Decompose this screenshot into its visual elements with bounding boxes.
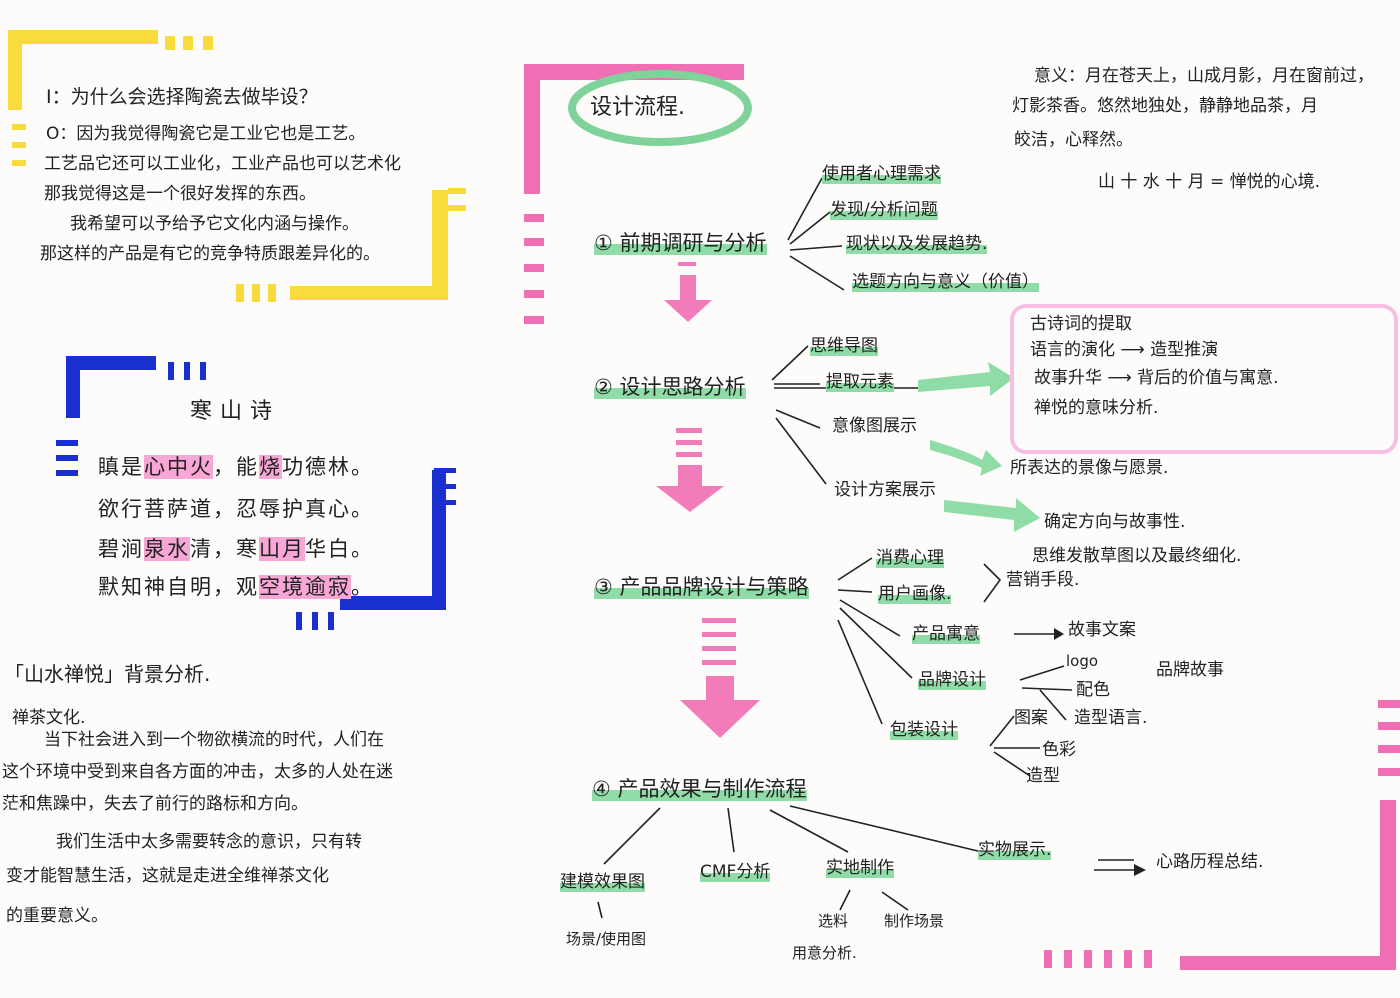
- step-item: 图案: [1014, 708, 1048, 728]
- poem-highlight: 山月: [259, 537, 305, 561]
- poem-text: 。: [351, 575, 374, 599]
- step-item: 使用者心理需求: [822, 164, 941, 184]
- step-note: 语言的演化 ⟶ 造型推演: [1030, 340, 1219, 360]
- step-item: 现状以及发展趋势.: [846, 234, 988, 254]
- poem-title: 寒山诗: [190, 399, 281, 424]
- step-item: 配色: [1076, 680, 1110, 700]
- qa-answer-line: 那这样的产品是有它的竞争特质跟差异化的。: [40, 244, 380, 264]
- blue-frame: [56, 356, 456, 630]
- background-line: 这个环境中受到来自各方面的冲击，太多的人处在迷: [2, 762, 393, 782]
- poem-text: 华白。: [305, 537, 374, 561]
- poem-text: 默知神自明，观: [98, 575, 259, 599]
- yellow-frame: [8, 30, 466, 302]
- poem-text: 清，寒: [190, 537, 259, 561]
- arrow-heads: [1054, 628, 1146, 876]
- flow-title: 设计流程.: [590, 95, 685, 120]
- poem-highlight: 心中火: [144, 455, 213, 479]
- qa-question: I：为什么会选择陶瓷去做毕设？: [46, 86, 318, 108]
- step-item: 选料: [818, 912, 849, 930]
- step-item: 故事文案: [1068, 620, 1136, 640]
- poem-line: 瞋是心中火，能烧功德林。: [98, 454, 374, 480]
- step-item: 用意分析.: [792, 944, 857, 962]
- step-item: 实地制作: [826, 858, 894, 878]
- pink-frame: [524, 64, 1400, 970]
- step-label: ① 前期调研与分析: [594, 231, 767, 255]
- step-arrows: [656, 262, 760, 738]
- qa-answer-line: 那我觉得这是一个很好发挥的东西。: [44, 184, 316, 204]
- step-note: 古诗词的提取: [1030, 314, 1132, 334]
- poem-text: 欲行菩萨道，忍辱护真心。: [98, 497, 374, 521]
- poem-text: 碧涧: [98, 537, 144, 561]
- background-line: 茫和焦躁中，失去了前行的路标和方向。: [2, 794, 308, 814]
- poem-highlight: 逾寂: [305, 575, 351, 599]
- step-item: 造型: [1026, 766, 1060, 786]
- step-item: 实物展示.: [978, 840, 1052, 860]
- step-item: 场景/使用图: [566, 930, 647, 948]
- step-note: 禅悦的意味分析.: [1034, 398, 1159, 418]
- meaning-line: 灯影茶香。悠然地独处，静静地品茶，月: [1012, 96, 1318, 116]
- poem-line: 欲行菩萨道，忍辱护真心。: [98, 496, 374, 522]
- qa-answer-line: O：因为我觉得陶瓷它是工业它也是工艺。: [46, 124, 366, 144]
- step-item: 造型语言.: [1074, 708, 1148, 728]
- note-boxes: [1010, 304, 1398, 454]
- step-label: ② 设计思路分析: [594, 375, 746, 399]
- step-item: 品牌设计: [918, 670, 986, 690]
- step-item: 色彩: [1042, 740, 1076, 760]
- step-item: 意像图展示: [832, 416, 917, 436]
- poem-line: 碧涧泉水清，寒山月华白。: [98, 536, 374, 562]
- flow-title-oval: [568, 70, 752, 146]
- background-subtitle: 禅茶文化.: [12, 708, 86, 728]
- meaning-line: 意义：月在苍天上，山成月影，月在窗前过，: [1034, 66, 1374, 86]
- step-item: 选题方向与意义（价值）: [852, 272, 1039, 292]
- step-item: 设计方案展示: [834, 480, 936, 500]
- step-label: ④ 产品效果与制作流程: [592, 777, 807, 801]
- step-note: 确定方向与故事性.: [1044, 512, 1186, 532]
- step-item: 提取元素: [826, 372, 894, 392]
- step-item: 品牌故事: [1156, 660, 1224, 680]
- qa-answer-line: 我希望可以予给予它文化内涵与操作。: [70, 214, 359, 234]
- poem-highlight: 烧: [259, 455, 282, 479]
- step-item: 产品寓意: [912, 624, 980, 644]
- step-item: 包装设计: [890, 720, 958, 740]
- poem-line: 默知神自明，观空境逾寂。: [98, 574, 374, 600]
- step-label: ③ 产品品牌设计与策略: [594, 575, 809, 599]
- step-item: 营销手段.: [1006, 570, 1080, 590]
- background-line: 当下社会进入到一个物欲横流的时代，人们在: [44, 730, 384, 750]
- step-note: 思维发散草图以及最终细化.: [1032, 546, 1242, 566]
- meaning-line: 皎洁，心释然。: [1014, 130, 1133, 150]
- step-note: 所表达的景像与愿景.: [1010, 458, 1169, 478]
- step-item: 建模效果图: [560, 872, 645, 892]
- step-item: 消费心理: [876, 548, 944, 568]
- poem-text: 瞋是: [98, 455, 144, 479]
- background-title: 「山水禅悦」背景分析.: [4, 662, 211, 686]
- step-item: 制作场景: [884, 912, 945, 930]
- step-item: 心路历程总结.: [1156, 852, 1264, 872]
- poem-text: 功德林。: [282, 455, 374, 479]
- step-item: 思维导图: [810, 336, 878, 356]
- green-arrows: [918, 362, 1040, 532]
- poem-text: ，能: [213, 455, 259, 479]
- poem-highlight: 泉水: [144, 537, 190, 561]
- background-line: 的重要意义。: [6, 906, 108, 926]
- connector-lines: [597, 177, 1134, 919]
- step-note: 故事升华 ⟶ 背后的价值与寓意.: [1034, 368, 1279, 388]
- step-item: logo: [1066, 652, 1099, 670]
- background-line: 我们生活中太多需要转念的意识，只有转: [56, 832, 362, 852]
- step-item: CMF分析: [700, 862, 771, 882]
- background-line: 变才能智慧生活，这就是走进全维禅茶文化: [6, 866, 329, 886]
- meaning-formula: 山 十 水 十 月 = 惮悦的心境.: [1098, 172, 1321, 192]
- step-item: 发现/分析问题: [830, 200, 938, 220]
- qa-answer-line: 工艺品它还可以工业化，工业产品也可以艺术化: [44, 154, 401, 174]
- step-item: 用户画像.: [878, 584, 952, 604]
- poem-highlight: 空境: [259, 575, 305, 599]
